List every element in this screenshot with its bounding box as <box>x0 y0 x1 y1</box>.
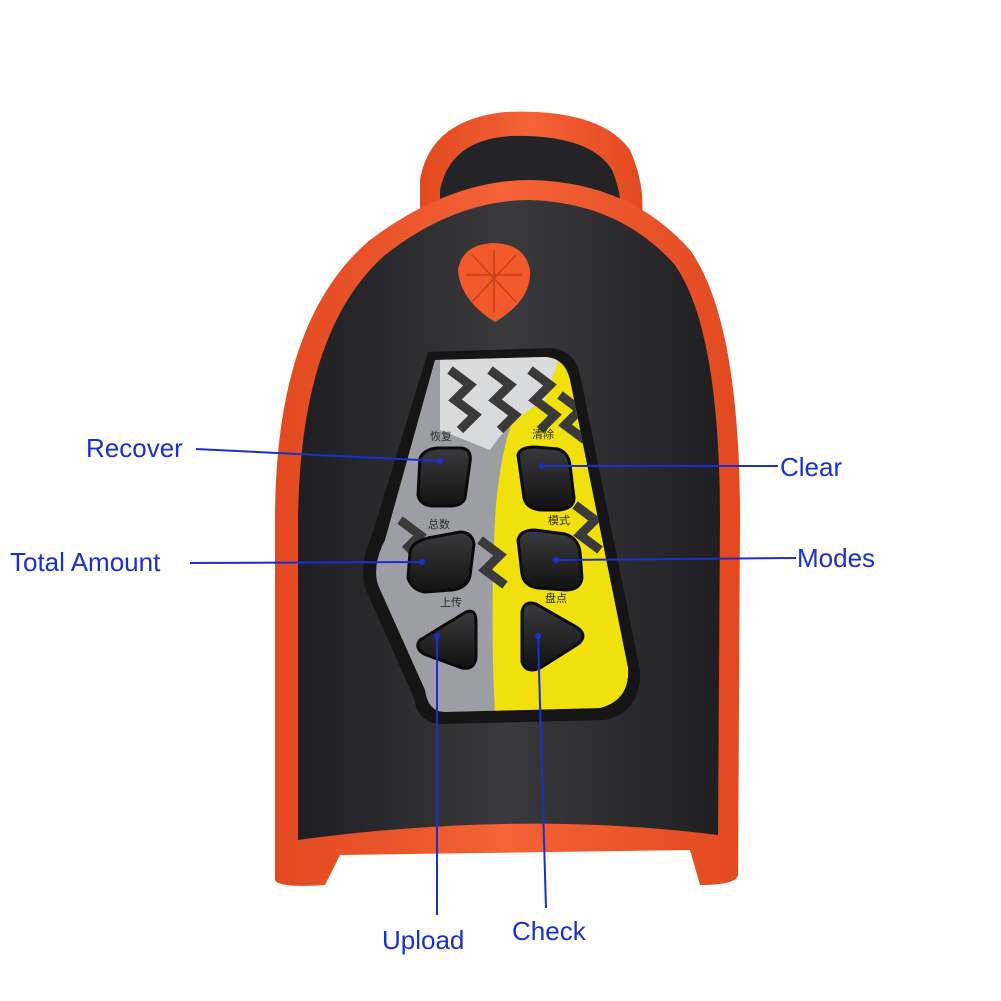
clear-glyph: 清除 <box>532 428 554 441</box>
total-amount-label: Total Amount <box>10 547 161 577</box>
check-label: Check <box>512 916 586 946</box>
recover-label: Recover <box>86 433 183 463</box>
recover-glyph: 恢复 <box>430 430 452 443</box>
clear-key[interactable] <box>516 445 576 512</box>
clear-label: Clear <box>780 452 843 482</box>
burst-icon[interactable] <box>458 243 531 322</box>
modes-key[interactable] <box>516 528 584 592</box>
total-amount-glyph: 总数 <box>428 518 450 531</box>
recover-key[interactable] <box>416 446 472 508</box>
upload-label: Upload <box>382 925 465 955</box>
check-glyph: 盘点 <box>545 592 567 605</box>
total-amount-key[interactable] <box>406 530 476 594</box>
leader-lines <box>189 448 797 915</box>
triangle-up-icon[interactable] <box>416 609 478 670</box>
modes-glyph: 模式 <box>548 514 570 527</box>
triangle-right-icon[interactable] <box>520 601 585 672</box>
modes-label: Modes <box>797 543 876 573</box>
upload-glyph: 上传 <box>440 596 462 609</box>
leader-dots <box>419 458 559 639</box>
